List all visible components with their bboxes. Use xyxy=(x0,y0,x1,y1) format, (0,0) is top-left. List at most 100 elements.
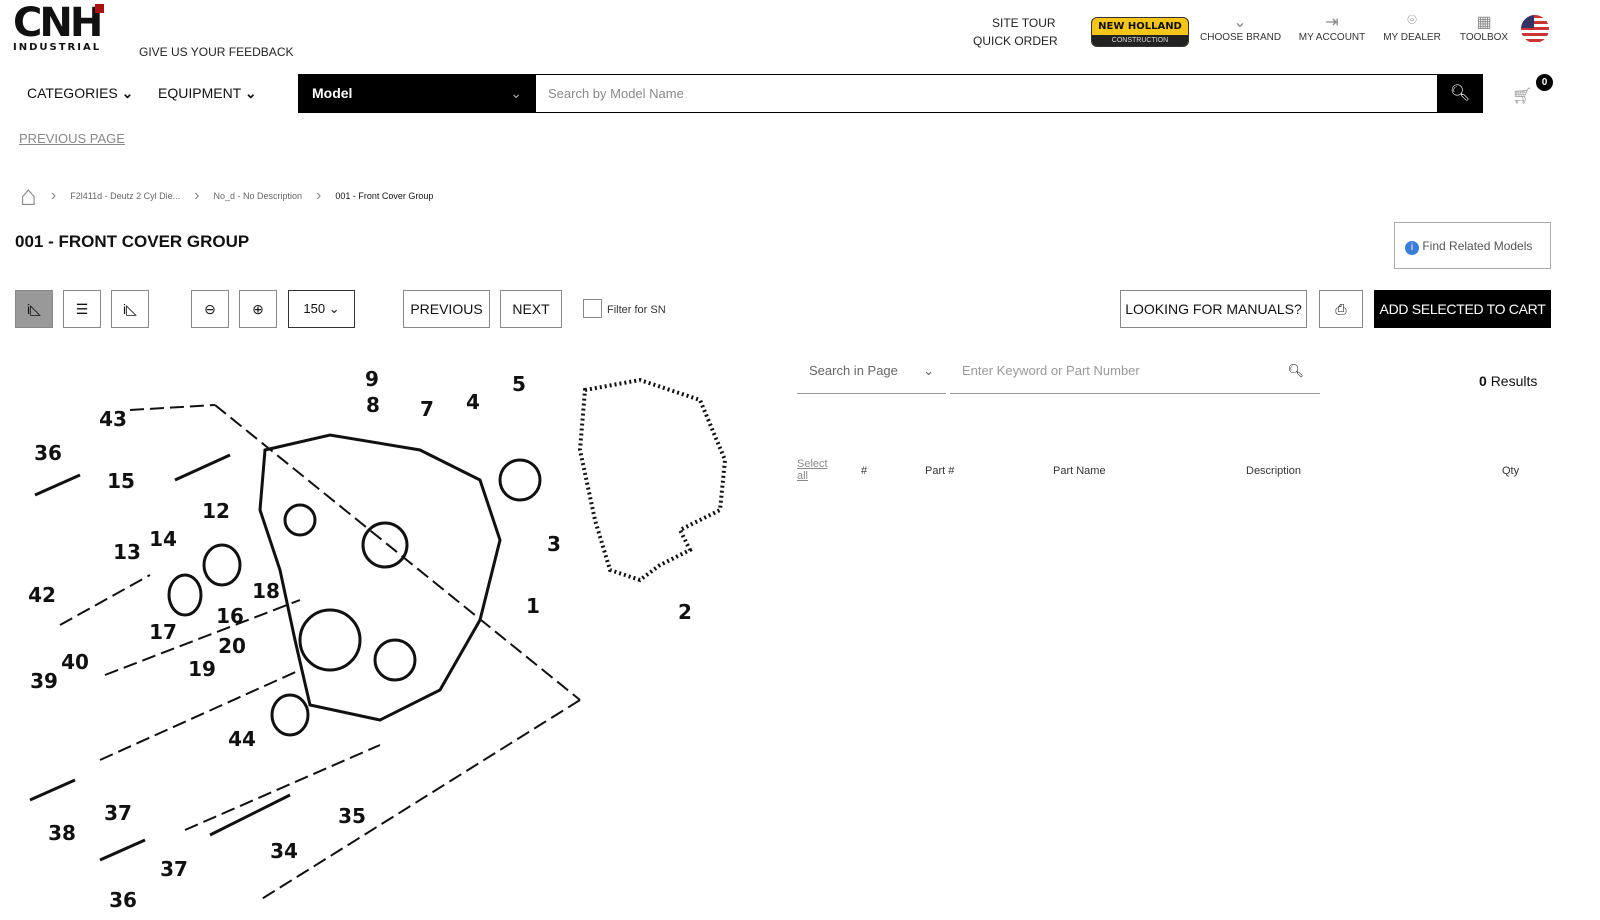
callout-40[interactable]: 40 xyxy=(61,650,89,674)
previous-button[interactable]: PREVIOUS xyxy=(403,290,490,328)
callout-12[interactable]: 12 xyxy=(202,499,230,523)
chevron-right-icon: › xyxy=(316,187,322,204)
callout-7[interactable]: 7 xyxy=(420,397,434,421)
callout-44[interactable]: 44 xyxy=(228,727,256,751)
callout-5[interactable]: 5 xyxy=(512,372,526,396)
categories-menu[interactable]: CATEGORIES ⌄ xyxy=(27,85,133,102)
label: Model xyxy=(312,85,353,101)
zoom-in-button[interactable]: ⊕ xyxy=(239,290,277,328)
callout-15[interactable]: 15 xyxy=(107,469,135,493)
label: CATEGORIES xyxy=(27,85,118,101)
home-icon[interactable]: ⌂ xyxy=(20,180,37,211)
callout-18[interactable]: 18 xyxy=(252,579,280,603)
label: CHOOSE BRAND xyxy=(1200,32,1282,43)
chevron-down-icon: ⌄ xyxy=(1233,14,1247,31)
diagram-icon: i◺ xyxy=(123,301,137,317)
callout-17[interactable]: 17 xyxy=(149,620,177,644)
toolbox-button[interactable]: ▦TOOLBOX xyxy=(1456,12,1512,43)
callout-36[interactable]: 36 xyxy=(34,441,62,465)
count: 0 xyxy=(1479,373,1487,389)
value: 150 xyxy=(303,301,326,316)
chevron-right-icon: › xyxy=(50,187,57,204)
label: Search in Page xyxy=(809,363,898,378)
zoom-level-select[interactable]: 150 ⌄ xyxy=(288,290,355,328)
page-title: 001 - FRONT COVER GROUP xyxy=(15,232,250,251)
feedback-link[interactable]: GIVE US YOUR FEEDBACK xyxy=(139,45,294,59)
equipment-menu[interactable]: EQUIPMENT ⌄ xyxy=(158,85,257,102)
search-icon[interactable]: 🔍︎ xyxy=(1287,363,1304,378)
find-related-models-button[interactable]: i Find Related Models xyxy=(1394,222,1551,269)
label: MY DEALER xyxy=(1383,32,1441,43)
column-header-qty: Qty xyxy=(1502,465,1520,477)
callout-39[interactable]: 39 xyxy=(30,669,58,693)
cart-count-badge: 0 xyxy=(1536,74,1553,91)
chevron-down-icon: ⌄ xyxy=(510,85,522,101)
breadcrumb: ⌂ › F2l411d - Deutz 2 Cyl Die... › No_d … xyxy=(20,181,433,211)
location-pin-icon: ⌾ xyxy=(1407,12,1417,29)
site-tour-link[interactable]: SITE TOUR xyxy=(992,16,1056,30)
callout-13[interactable]: 13 xyxy=(113,540,141,564)
search-scope-select[interactable]: Search in Page ⌄ xyxy=(797,363,946,394)
brand-name: NEW HOLLAND xyxy=(1098,21,1182,32)
quick-order-link[interactable]: QUICK ORDER xyxy=(973,34,1058,48)
callout-20[interactable]: 20 xyxy=(218,634,246,658)
chevron-down-icon: ⌄ xyxy=(923,363,934,378)
chevron-down-icon: ⌄ xyxy=(121,85,134,101)
us-flag-icon[interactable] xyxy=(1521,15,1549,43)
column-header-part-number: Part # xyxy=(925,465,955,477)
callout-8[interactable]: 8 xyxy=(366,393,380,417)
column-header-part-name: Part Name xyxy=(1053,465,1106,477)
filter-sn-checkbox[interactable] xyxy=(583,299,602,318)
diagram-view-button[interactable]: i◺ xyxy=(111,290,149,328)
model-select[interactable]: Model ⌄ xyxy=(298,74,536,113)
chevron-down-icon: ⌄ xyxy=(244,85,257,101)
callout-38[interactable]: 38 xyxy=(48,821,76,845)
callout-4[interactable]: 4 xyxy=(466,390,480,414)
breadcrumb-item[interactable]: No_d - No Description xyxy=(213,191,303,201)
callout-37[interactable]: 37 xyxy=(160,857,188,881)
callout-43[interactable]: 43 xyxy=(99,407,127,431)
callout-19[interactable]: 19 xyxy=(188,657,216,681)
add-selected-to-cart-button[interactable]: ADD SELECTED TO CART xyxy=(1374,290,1551,328)
callout-1[interactable]: 1 xyxy=(526,594,540,618)
zoom-out-button[interactable]: ⊖ xyxy=(191,290,229,328)
callout-9[interactable]: 9 xyxy=(365,367,379,391)
callout-2[interactable]: 2 xyxy=(678,600,692,624)
label: MY ACCOUNT xyxy=(1298,32,1366,43)
next-button[interactable]: NEXT xyxy=(500,290,562,328)
zoom-out-icon: ⊖ xyxy=(204,301,216,317)
breadcrumb-current: 001 - Front Cover Group xyxy=(335,191,434,201)
chevron-down-icon: ⌄ xyxy=(328,301,340,316)
callout-37[interactable]: 37 xyxy=(104,801,132,825)
looking-for-manuals-button[interactable]: LOOKING FOR MANUALS? xyxy=(1120,290,1307,328)
callout-14[interactable]: 14 xyxy=(149,527,177,551)
print-button[interactable]: ⎙ xyxy=(1319,290,1363,328)
part-search-input[interactable]: Enter Keyword or Part Number🔍︎ xyxy=(950,363,1320,394)
callout-35[interactable]: 35 xyxy=(338,804,366,828)
diagram-list-icon: i◺ xyxy=(27,301,41,317)
list-view-button[interactable]: ☰ xyxy=(63,290,101,328)
search-button[interactable]: 🔍︎ xyxy=(1437,74,1483,113)
callout-36[interactable]: 36 xyxy=(109,888,137,912)
column-header-description: Description xyxy=(1246,465,1302,477)
search-icon: 🔍︎ xyxy=(1449,85,1471,102)
label: Find Related Models xyxy=(1422,239,1533,253)
callout-34[interactable]: 34 xyxy=(270,839,298,863)
model-search-input[interactable]: Search by Model Name xyxy=(536,74,1438,113)
select-all-link[interactable]: Select all xyxy=(797,458,828,482)
breadcrumb-item[interactable]: F2l411d - Deutz 2 Cyl Die... xyxy=(70,191,181,201)
cart-icon[interactable]: 🛒︎ xyxy=(1512,88,1533,105)
previous-page-link[interactable]: PREVIOUS PAGE xyxy=(19,131,125,146)
login-icon: ⇥ xyxy=(1325,14,1339,31)
my-dealer-button[interactable]: ⌾ MY DEALER xyxy=(1380,12,1444,43)
printer-icon: ⎙ xyxy=(1335,301,1347,317)
callout-16[interactable]: 16 xyxy=(216,604,244,628)
choose-brand-button[interactable]: ⌄CHOOSE BRAND xyxy=(1200,12,1282,43)
split-view-button[interactable]: i◺ xyxy=(15,290,53,328)
my-account-button[interactable]: ⇥MY ACCOUNT xyxy=(1296,12,1368,43)
callout-42[interactable]: 42 xyxy=(28,583,56,607)
callout-3[interactable]: 3 xyxy=(547,532,561,556)
